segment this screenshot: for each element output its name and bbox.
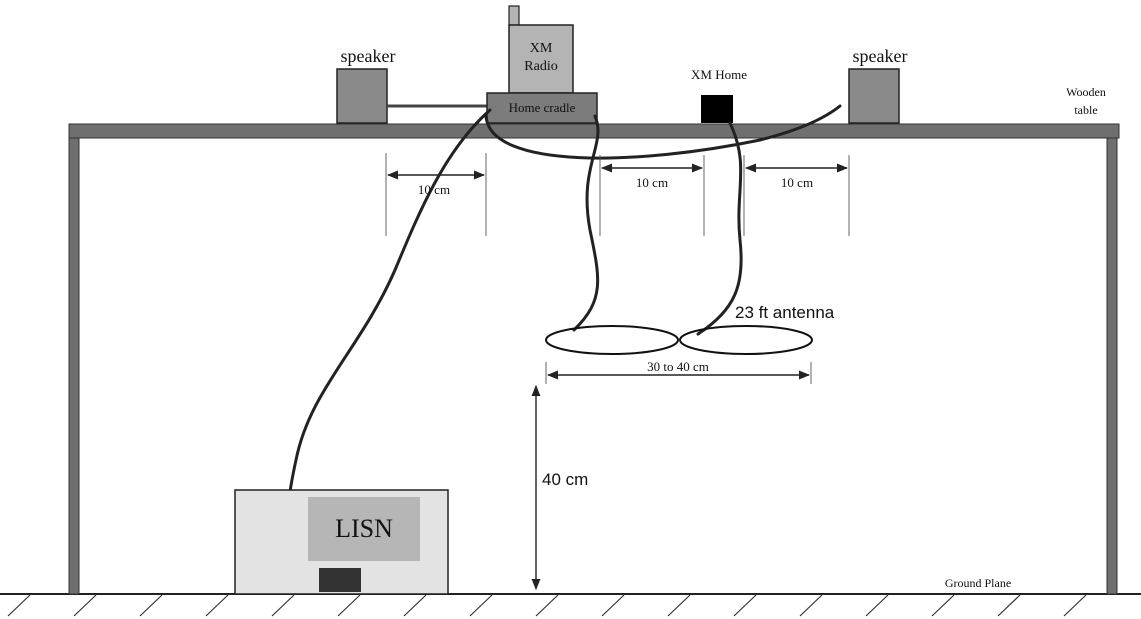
antenna-lead-left (572, 114, 600, 332)
label-antenna: 23 ft antenna (735, 303, 835, 322)
lisn-connector (319, 568, 361, 592)
ground-hatch-mark (337, 594, 361, 617)
ground-hatch-mark (1063, 594, 1087, 617)
lisn-panel (308, 497, 420, 561)
speaker-left (336, 68, 388, 124)
label-wooden-table-line2: table (1074, 103, 1097, 117)
ground-hatch-mark (997, 594, 1021, 617)
label-dim-middle: 10 cm (636, 175, 668, 190)
label-dim-right: 10 cm (781, 175, 813, 190)
ground-hatching (7, 594, 1087, 617)
ground-hatch-mark (7, 594, 31, 617)
label-height: 40 cm (542, 470, 588, 489)
label-xm-radio-line2: Radio (524, 59, 557, 74)
ground-hatch-mark (931, 594, 955, 617)
ground-hatch-mark (271, 594, 295, 617)
label-xm-radio-line1: XM (530, 41, 553, 56)
label-ground-plane: Ground Plane (945, 576, 1011, 590)
dimension-right-10cm (743, 155, 850, 236)
xm-radio (508, 24, 574, 94)
label-wooden-table-line1: Wooden (1066, 85, 1106, 99)
ground-hatch-mark (403, 594, 427, 617)
ground-hatch-mark (205, 594, 229, 617)
xm-home-unit (701, 95, 733, 123)
label-lisn: LISN (335, 514, 393, 543)
label-speaker-left: speaker (341, 46, 396, 66)
antenna-lead-right (696, 121, 743, 336)
table-top (68, 123, 1120, 139)
home-cradle (486, 92, 598, 124)
label-dim-loops: 30 to 40 cm (647, 359, 709, 374)
dimension-middle-10cm (599, 155, 705, 236)
wooden-table (68, 123, 1120, 595)
label-speaker-right: speaker (853, 46, 908, 66)
ground-hatch-mark (139, 594, 163, 617)
ground-hatch-mark (535, 594, 559, 617)
ground-hatch-mark (865, 594, 889, 617)
ground-plane (0, 593, 1141, 617)
label-xm-home: XM Home (691, 67, 747, 82)
ground-hatch-mark (601, 594, 625, 617)
dimension-loops (545, 362, 812, 384)
antenna-loop-left (545, 325, 679, 355)
ground-hatch-mark (733, 594, 757, 617)
speaker-right (848, 68, 900, 124)
label-home-cradle: Home cradle (509, 100, 576, 115)
antenna-loop-right (679, 325, 813, 355)
ground-hatch-mark (799, 594, 823, 617)
table-leg-left (68, 137, 80, 595)
cradle-to-right-cable (484, 104, 842, 160)
ground-hatch-mark (469, 594, 493, 617)
dimension-left-10cm (385, 153, 487, 236)
ground-hatch-mark (667, 594, 691, 617)
radio-antenna-stub (508, 5, 520, 26)
label-dim-left: 10 cm (418, 182, 450, 197)
ground-hatch-mark (73, 594, 97, 617)
table-leg-right (1106, 137, 1118, 595)
